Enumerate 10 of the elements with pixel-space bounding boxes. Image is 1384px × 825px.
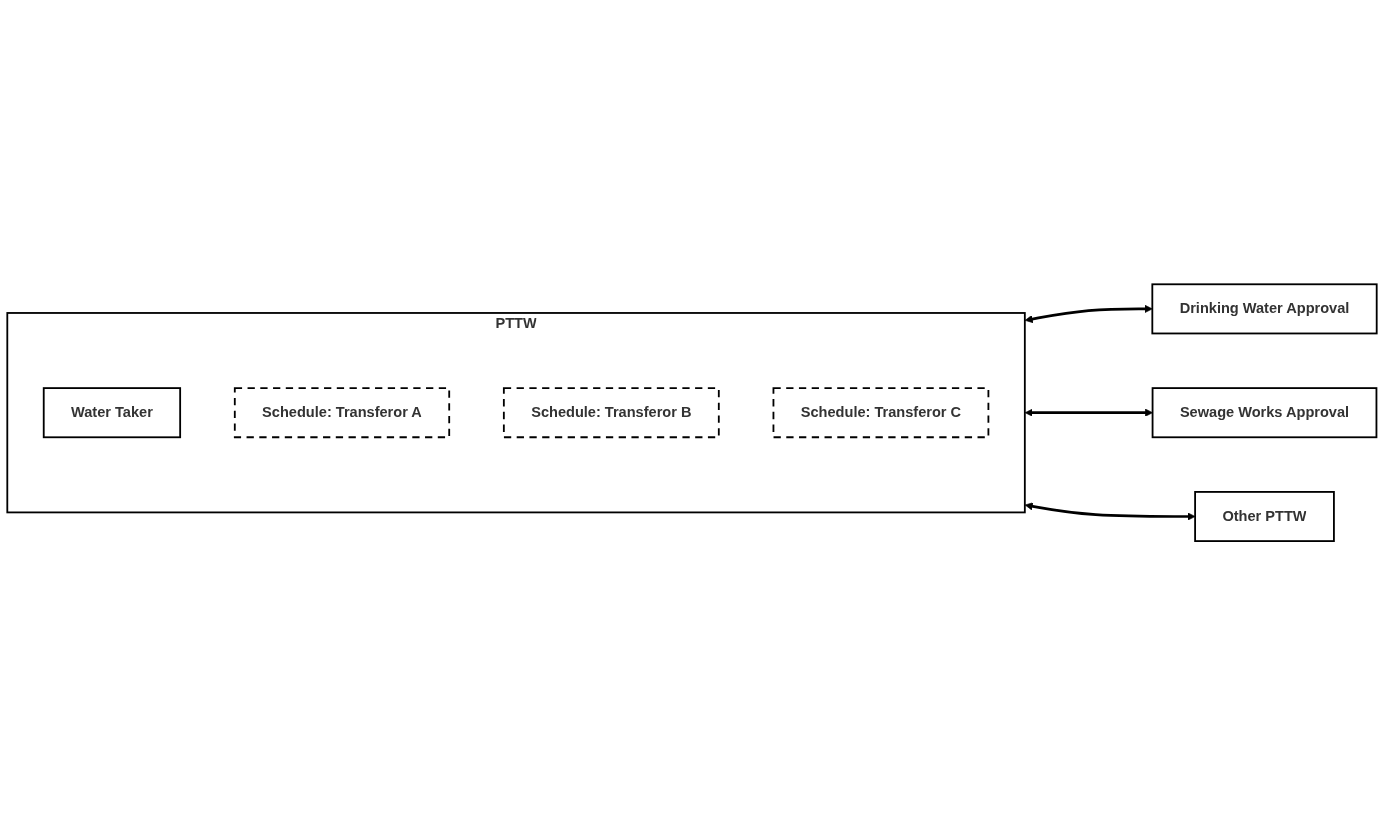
node-box: Schedule: Transferor B — [502, 387, 720, 438]
arrow — [1024, 304, 1153, 323]
node-box: Schedule: Transferor A — [233, 387, 451, 438]
node-box: Drinking Water Approval — [1151, 283, 1378, 335]
node-box: Water Taker — [42, 387, 182, 438]
node-box: Other PTTW — [1194, 490, 1335, 542]
node-box: Sewage Works Approval — [1151, 387, 1378, 438]
node-box: Schedule: Transferor C — [772, 387, 990, 438]
arrow — [1024, 502, 1196, 521]
arrow — [1024, 408, 1153, 417]
